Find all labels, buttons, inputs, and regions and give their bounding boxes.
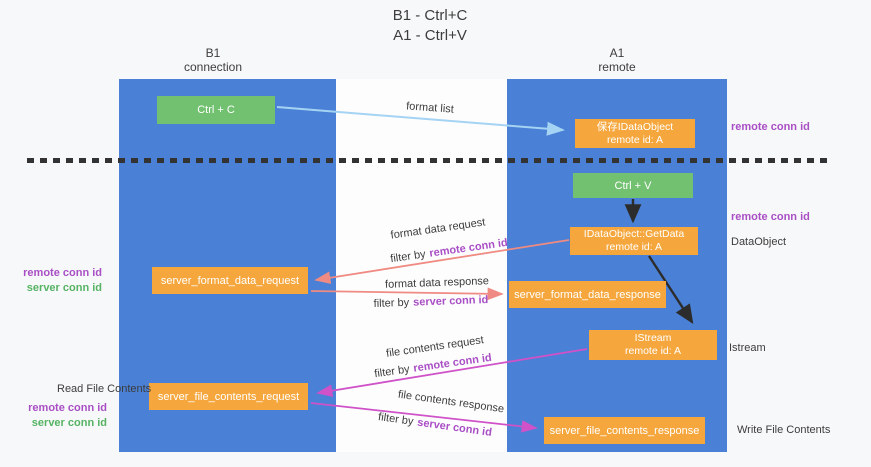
- save-idataobject-line2: remote id: A: [606, 133, 664, 146]
- left-server-conn-id-2: server conn id: [31, 417, 107, 429]
- write-file-contents-label: Write File Contents: [737, 424, 831, 436]
- istream-side-label: Istream: [729, 342, 766, 354]
- server-file-contents-response-label: server_file_contents_response: [549, 424, 700, 437]
- left-column-subtitle: connection: [183, 60, 243, 74]
- dataobject-label: DataObject: [731, 236, 787, 248]
- server-format-data-request-box: server_format_data_request: [152, 267, 308, 294]
- title-line-1: B1 - Ctrl+C: [392, 7, 468, 24]
- read-file-contents-label: Read File Contents: [57, 383, 152, 395]
- istream-line2: remote id: A: [624, 345, 682, 357]
- right-remote-conn-id-mid: remote conn id: [731, 211, 810, 223]
- getdata-line2: remote id: A: [605, 241, 663, 253]
- left-conn-id-labels-1: remote conn id server conn id: [0, 266, 102, 296]
- diagram-title: B1 - Ctrl+C A1 - Ctrl+V: [300, 6, 560, 46]
- save-idataobject-box: 保存IDataObject remote id: A: [575, 119, 695, 148]
- right-column-name: A1: [609, 46, 625, 60]
- left-column-header: B1 connection: [153, 46, 273, 74]
- title-line-2: A1 - Ctrl+V: [393, 27, 467, 44]
- ctrl-c-box: Ctrl + C: [157, 96, 275, 124]
- ctrl-v-label: Ctrl + V: [614, 179, 652, 192]
- server-format-data-response-box: server_format_data_response: [509, 281, 666, 308]
- istream-box: IStream remote id: A: [589, 330, 717, 360]
- server-format-data-response-label: server_format_data_response: [514, 288, 661, 301]
- server-file-contents-request-box: server_file_contents_request: [149, 383, 308, 410]
- left-column-name: B1: [205, 46, 221, 60]
- server-format-data-request-label: server_format_data_request: [160, 274, 300, 287]
- server-file-contents-request-label: server_file_contents_request: [157, 390, 300, 403]
- right-remote-conn-id-top: remote conn id: [731, 121, 810, 133]
- idataobject-getdata-box: IDataObject::GetData remote id: A: [570, 227, 698, 255]
- left-conn-id-labels-2: remote conn id server conn id: [0, 401, 107, 431]
- right-column-subtitle: remote: [598, 60, 636, 74]
- getdata-line1: IDataObject::GetData: [583, 228, 685, 240]
- save-idataobject-line1: 保存IDataObject: [596, 120, 674, 133]
- ctrl-v-box: Ctrl + V: [573, 173, 693, 198]
- left-remote-conn-id-1: remote conn id: [23, 267, 102, 279]
- server-file-contents-response-box: server_file_contents_response: [544, 417, 705, 444]
- left-server-conn-id-1: server conn id: [26, 282, 102, 294]
- istream-line1: IStream: [634, 332, 672, 344]
- clipboard-boundary-dashed-line: [27, 158, 831, 163]
- right-column-header: A1 remote: [557, 46, 677, 74]
- ctrl-c-label: Ctrl + C: [197, 104, 235, 116]
- left-remote-conn-id-2: remote conn id: [28, 402, 107, 414]
